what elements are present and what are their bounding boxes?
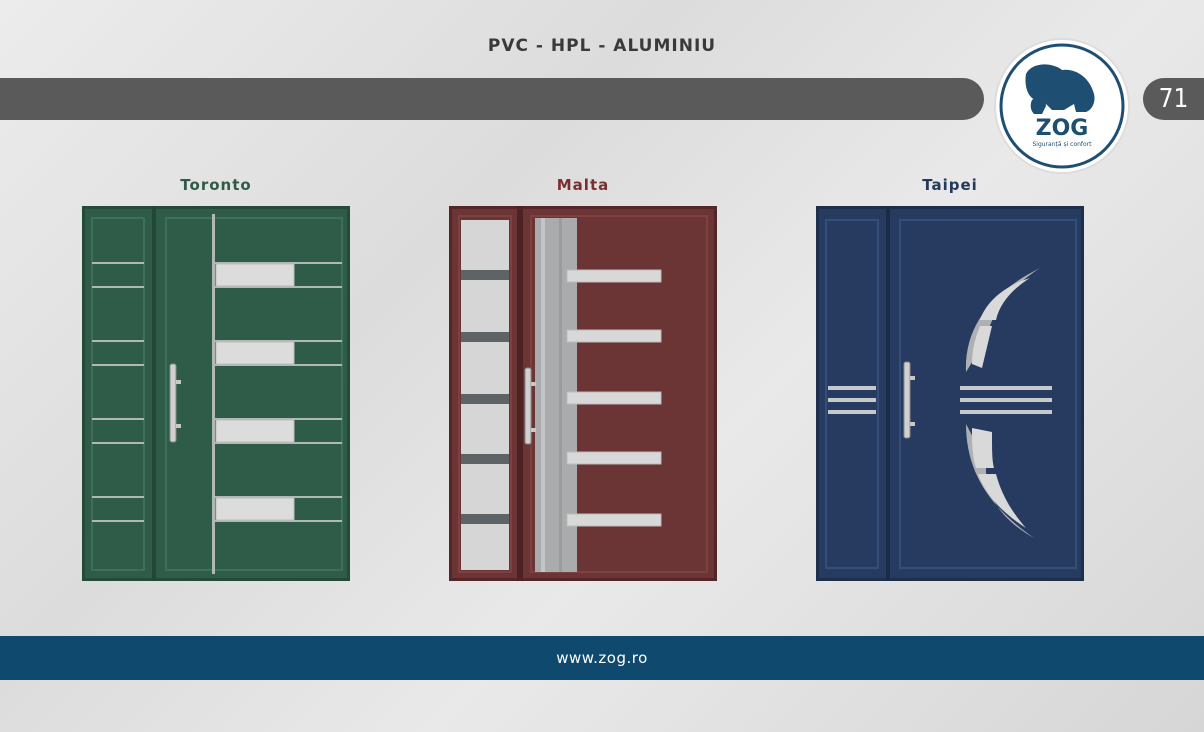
bear-icon <box>1025 64 1095 114</box>
header-bar <box>0 78 984 120</box>
door-toronto <box>82 206 350 581</box>
zog-logo: ZOG Siguranță și confort <box>994 38 1130 174</box>
door-malta <box>449 206 717 581</box>
page-number: 71 <box>1143 78 1204 120</box>
door-taipei <box>816 206 1084 581</box>
logo-tagline: Siguranță și confort <box>1032 141 1092 148</box>
logo-brand: ZOG <box>1036 116 1089 141</box>
footer-bar: www.zog.ro <box>0 636 1204 680</box>
door-label-malta: Malta <box>556 176 610 194</box>
page-title: PVC - HPL - ALUMINIU <box>487 36 717 56</box>
website-link[interactable]: www.zog.ro <box>556 649 648 667</box>
door-label-toronto: Toronto <box>180 176 252 194</box>
door-label-taipei: Taipei <box>922 176 978 194</box>
